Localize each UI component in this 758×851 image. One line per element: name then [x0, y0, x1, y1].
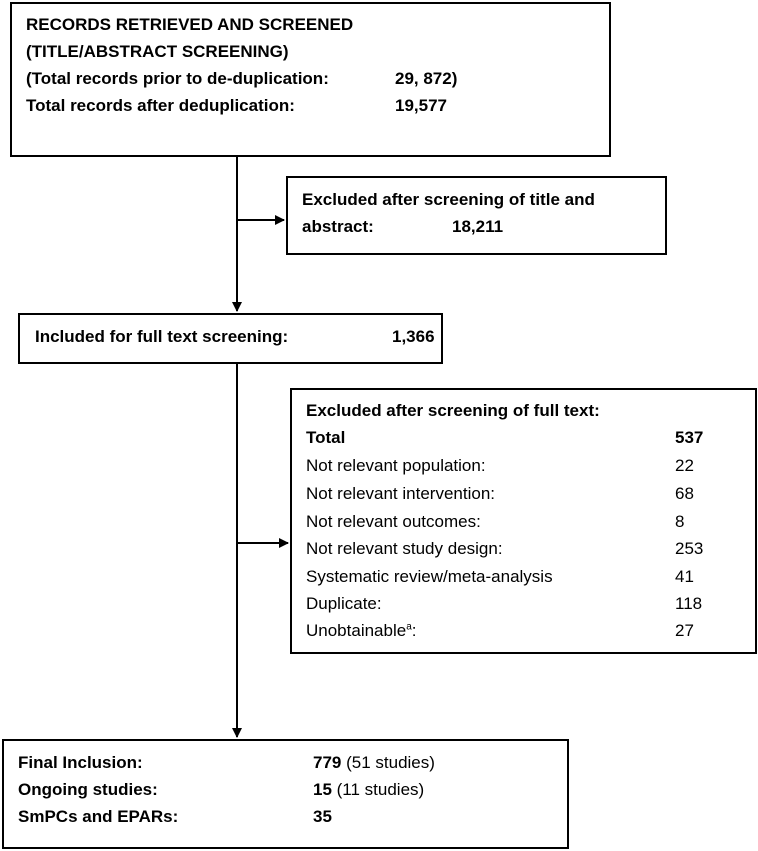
reason-label: Not relevant outcomes: [306, 512, 481, 531]
reason-label: Not relevant population: [306, 456, 486, 475]
final-row-label: SmPCs and EPARs: [18, 807, 179, 826]
final-row-label: Final Inclusion: [18, 753, 143, 772]
reason-label: Systematic review/meta-analysis [306, 567, 553, 586]
final-row-value: 15 (11 studies) [313, 780, 424, 800]
excluded-total-label: Total [306, 428, 346, 447]
records-heading-line1: RECORDS RETRIEVED AND SCREENED [26, 15, 354, 34]
final-row-value: 35 [313, 807, 332, 827]
footnote-marker: a [406, 621, 412, 633]
final-count: 15 [313, 780, 332, 799]
reason-unobtainable: Unobtainablea: [306, 621, 417, 641]
excluded-title-abstract-box [286, 176, 667, 255]
fulltext-value: 1,366 [392, 327, 435, 346]
reason-label: Not relevant intervention: [306, 484, 495, 503]
reason-value: 27 [675, 621, 694, 640]
records-after-value: 19,577 [395, 96, 447, 115]
excluded-total-value: 537 [675, 428, 704, 447]
excluded-title-label: abstract: [302, 217, 374, 236]
reason-label: Duplicate: [306, 594, 382, 613]
final-inclusion-box [2, 739, 569, 849]
excluded-title-value: 18,211 [452, 217, 504, 236]
final-row-label: Ongoing studies: [18, 780, 158, 799]
records-after-label: Total records after deduplication: [26, 96, 295, 115]
fulltext-label: Included for full text screening: [35, 327, 289, 346]
records-heading-line2: (TITLE/ABSTRACT SCREENING) [26, 42, 289, 61]
reason-label: Not relevant study design: [306, 539, 503, 558]
reason-value: 253 [675, 539, 704, 558]
reason-value: 41 [675, 567, 694, 586]
reason-value: 118 [675, 594, 703, 613]
final-note: (51 studies) [341, 753, 435, 772]
final-count: 779 [313, 753, 342, 772]
records-retrieved-box [10, 2, 611, 157]
reason-label-suffix: : [411, 621, 417, 640]
reason-value: 8 [675, 512, 685, 531]
records-prior-label: (Total records prior to de-duplication: [26, 69, 329, 88]
records-prior-value: 29, 872) [395, 69, 458, 88]
excluded-fulltext-heading: Excluded after screening of full text: [306, 401, 600, 420]
reason-value: 68 [675, 484, 694, 503]
final-note: (11 studies) [331, 780, 425, 799]
excluded-fulltext-box [290, 388, 757, 654]
fulltext-screening-box [18, 313, 443, 364]
reason-value: 22 [675, 456, 694, 475]
final-count: 35 [313, 807, 332, 826]
final-row-value: 779 (51 studies) [313, 753, 435, 773]
excluded-title-line1: Excluded after screening of title and [302, 190, 595, 209]
reason-label: Unobtainable [306, 621, 407, 640]
